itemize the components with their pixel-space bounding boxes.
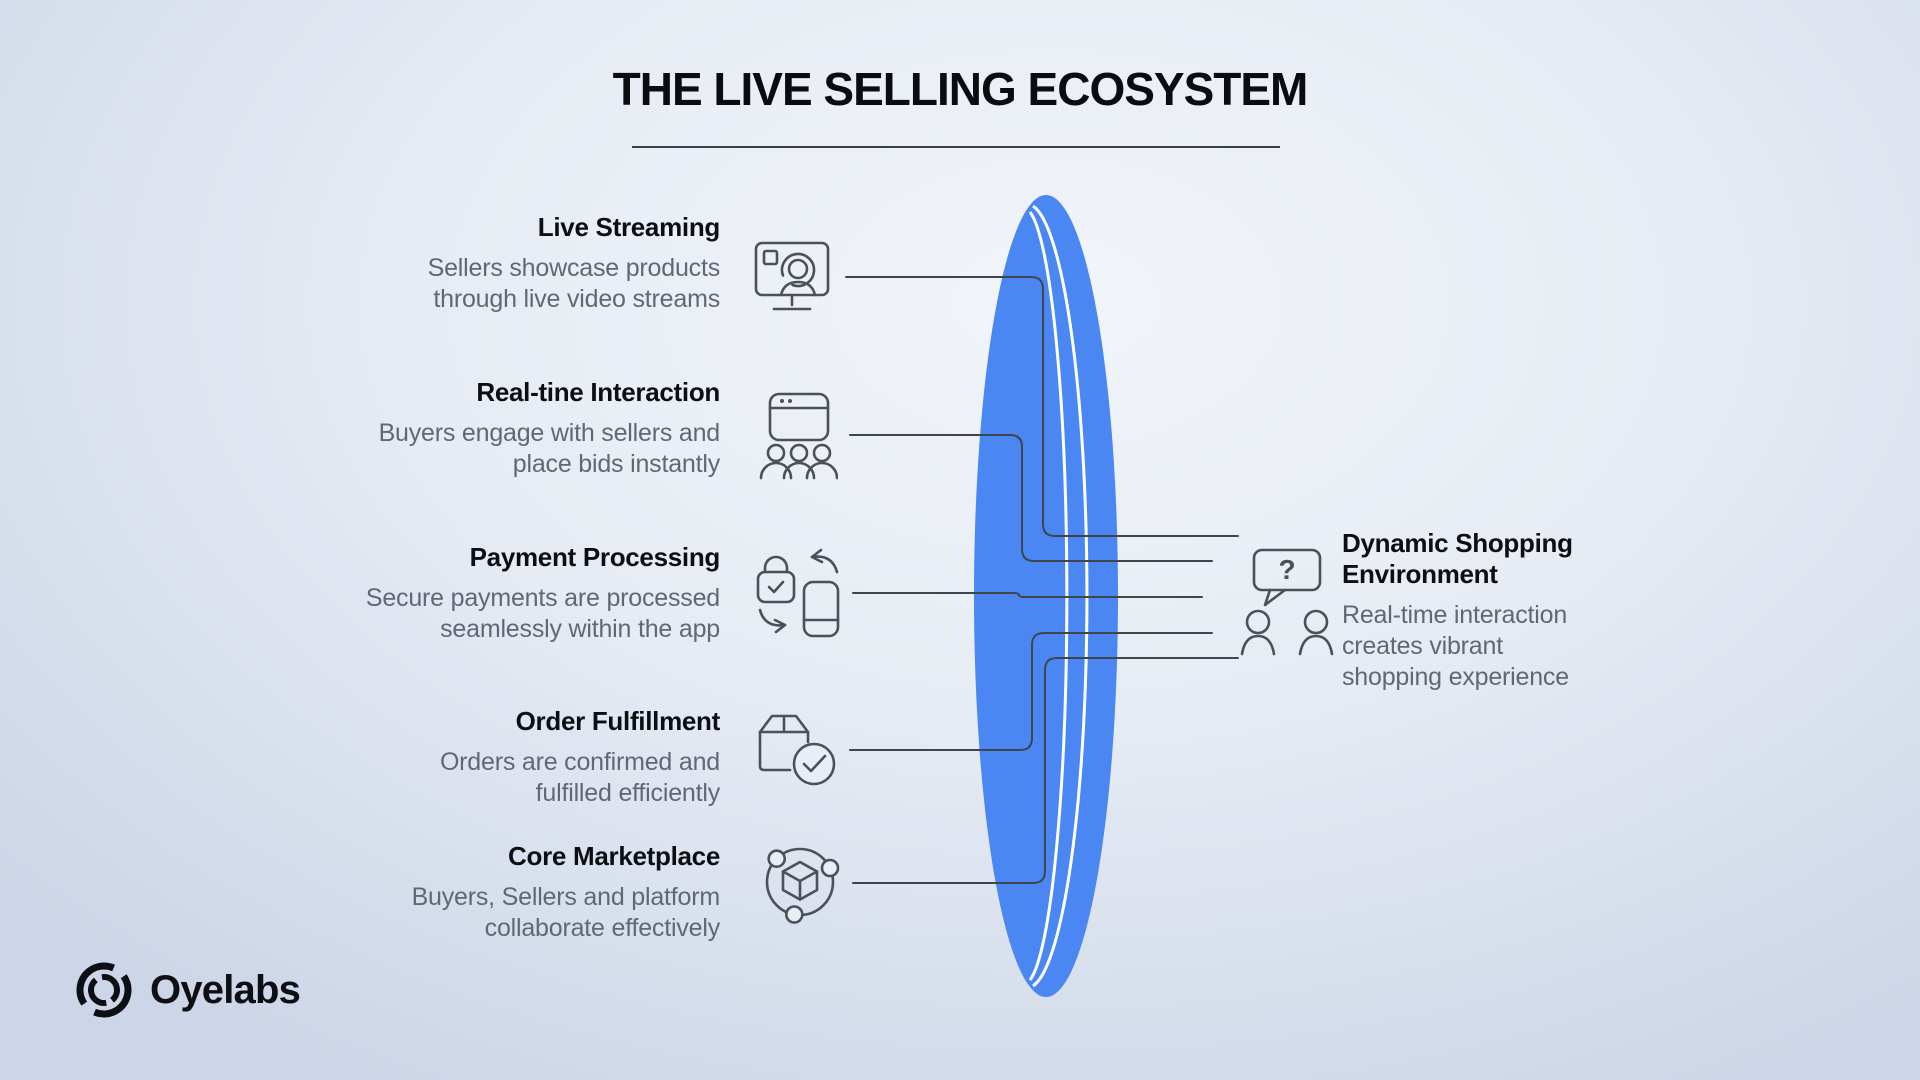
connector-payment-processing (852, 592, 1203, 598)
oyelabs-logo-icon (76, 962, 132, 1018)
item-desc-dynamic-shopping: Real-time interaction creates vibrant sh… (1342, 601, 1569, 691)
item-heading-core-marketplace: Core Marketplace (508, 841, 720, 871)
question-mark-glyph: ? (1278, 554, 1295, 585)
item-desc-payment-processing: Secure payments are processed seamlessly… (365, 584, 720, 643)
title-underline (632, 146, 1280, 148)
item-heading-payment-processing: Payment Processing (469, 542, 721, 572)
people-question-icon: ? (1240, 548, 1334, 656)
secure-payment-icon (756, 548, 840, 638)
connector-realtime-interaction (849, 434, 1213, 562)
live-streaming-monitor-icon (754, 241, 830, 311)
page-title: THE LIVE SELLING ECOSYSTEM (612, 63, 1309, 115)
item-desc-realtime-interaction: Buyers engage with sellers and place bid… (378, 419, 721, 478)
brand-logo: Oyelabs (72, 958, 301, 1022)
item-desc-core-marketplace: Buyers, Sellers and platform collaborate… (411, 883, 721, 942)
oyelabs-logo-text: Oyelabs (150, 967, 301, 1012)
item-heading-dynamic-shopping: Dynamic Shopping Environment (1342, 528, 1573, 589)
connector-core-marketplace (852, 657, 1239, 884)
item-heading-order-fulfillment: Order Fulfillment (515, 706, 721, 736)
item-desc-live-streaming: Sellers showcase products through live v… (427, 254, 721, 313)
connector-lines (845, 276, 1239, 884)
item-desc-order-fulfillment: Orders are confirmed and fulfilled effic… (439, 748, 720, 807)
item-heading-realtime-interaction: Real-tine Interaction (476, 377, 720, 407)
item-heading-live-streaming: Live Streaming (537, 212, 721, 242)
browser-audience-icon (759, 392, 838, 480)
connector-live-streaming (845, 276, 1239, 537)
connector-order-fulfillment (849, 632, 1213, 751)
cube-network-icon (765, 847, 840, 924)
package-check-icon (758, 714, 836, 786)
